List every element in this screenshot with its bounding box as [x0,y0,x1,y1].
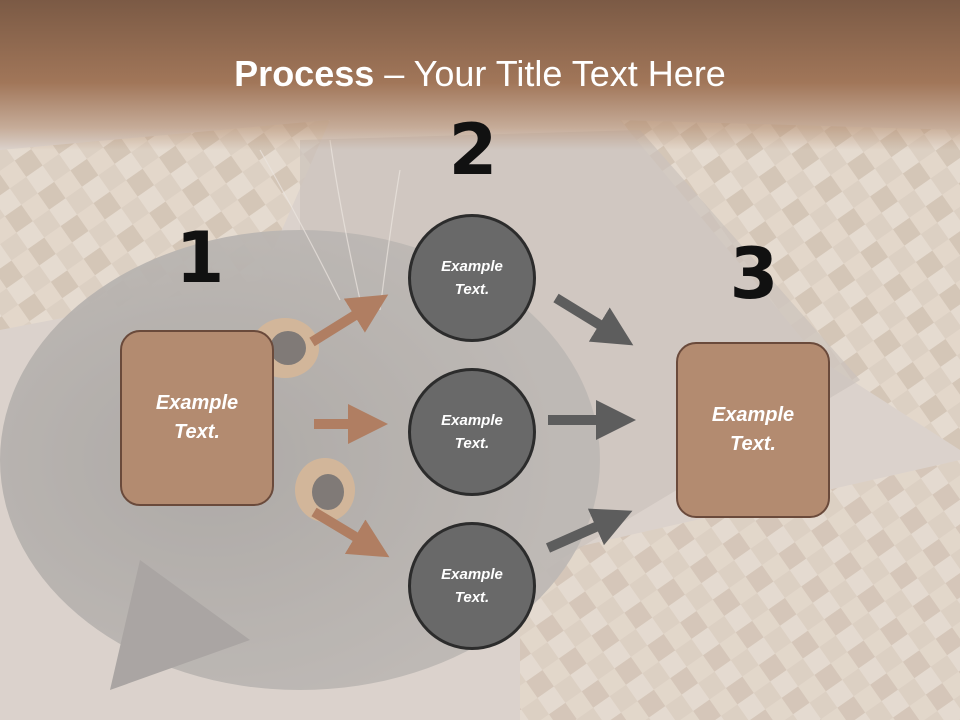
title-band [0,0,960,150]
title-bold: Process [234,53,375,94]
arrow-left-to-bottom [311,507,390,558]
arrow-left-to-top [309,294,389,347]
arrow-bottom-to-right [545,508,633,553]
step-3-text: Example Text. [711,404,795,455]
title-rest: – Your Title Text Here [374,53,726,94]
circle-bottom-text: Example Text. [441,566,503,606]
step-2-circle-middle[interactable]: Example Text. [408,368,536,496]
step-2-circle-top[interactable]: Example Text. [408,214,536,342]
circle-top-text: Example Text. [441,258,503,298]
circle-middle-text: Example Text. [441,412,503,452]
step-number-2: 2 [448,109,498,191]
slide-title[interactable]: Process – Your Title Text Here [0,52,960,96]
step-1-text: Example Text. [155,392,239,443]
arrow-top-to-right [553,293,634,346]
step-number-1: 1 [175,217,225,299]
step-2-circle-bottom[interactable]: Example Text. [408,522,536,650]
step-number-3: 3 [729,233,779,315]
step-1-box[interactable]: Example Text. [120,330,274,506]
step-3-box[interactable]: Example Text. [676,342,830,518]
